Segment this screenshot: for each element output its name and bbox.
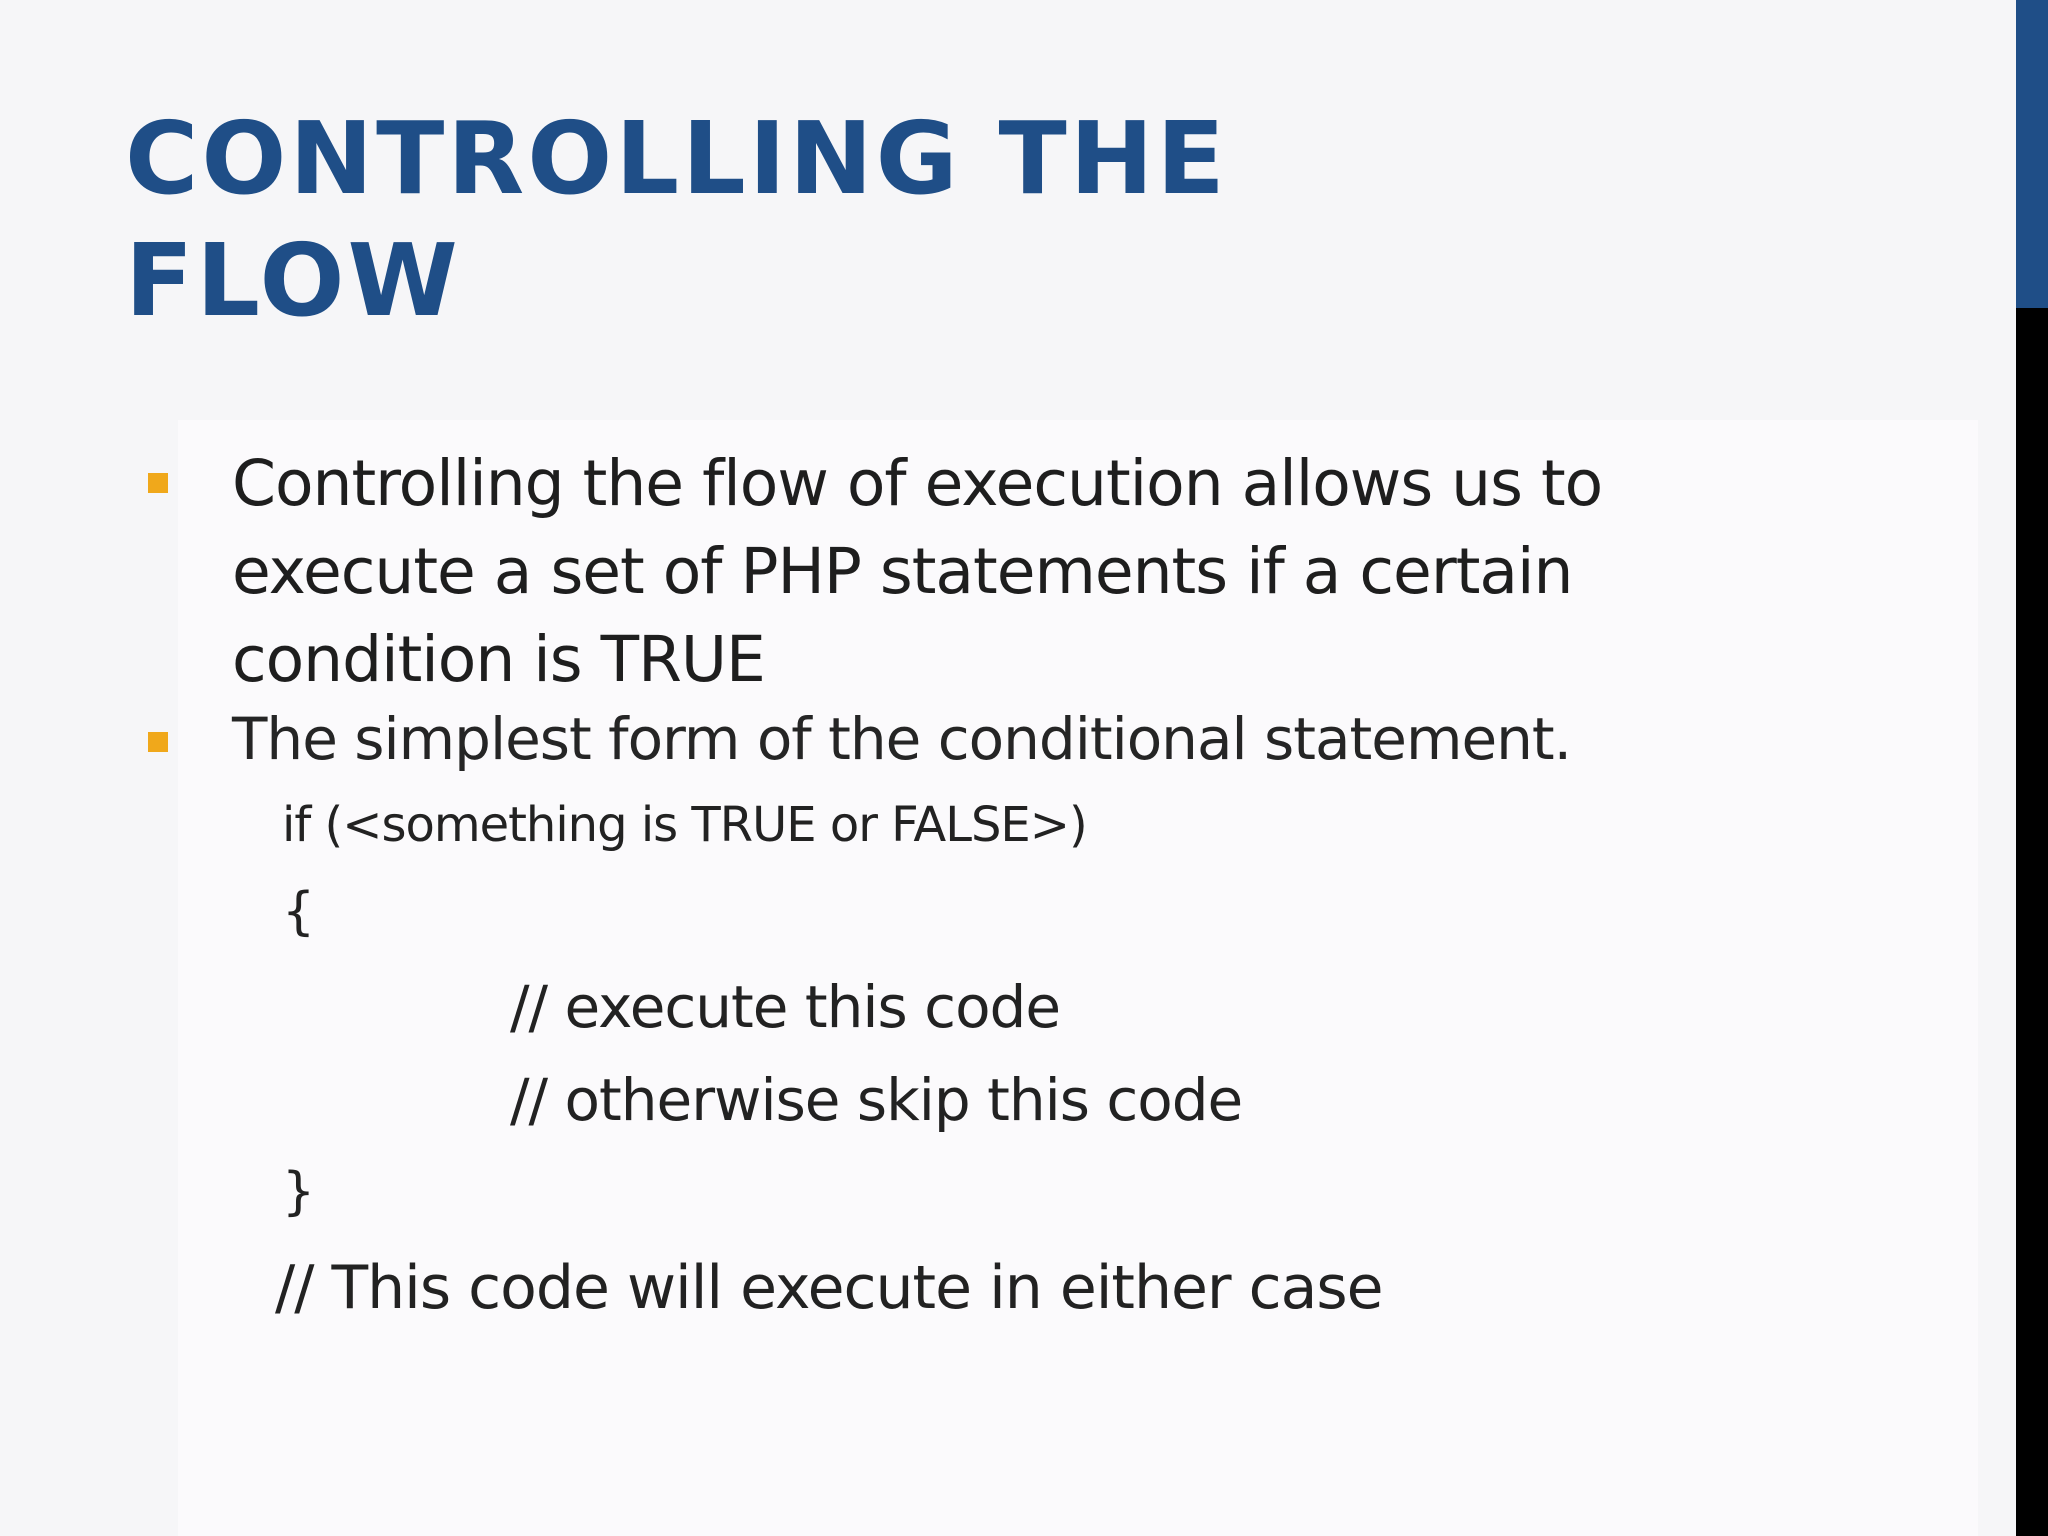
bullet-text-conditional-form: The simplest form of the conditional sta… [232, 705, 1572, 773]
code-if-line: if (<something is TRUE or FALSE>) [282, 797, 1088, 853]
code-close-brace: } [282, 1162, 316, 1222]
slide-title-line-2: FLOW [125, 222, 461, 339]
code-open-brace: { [282, 882, 316, 942]
accent-bar [2016, 0, 2048, 308]
code-comment-execute: // execute this code [510, 973, 1061, 1041]
code-footer-comment: // This code will execute in either case [275, 1253, 1384, 1323]
square-bullet-icon [148, 473, 168, 493]
slide-title: CONTROLLING THE FLOW [125, 98, 1525, 342]
bullet-item-control-flow: Controlling the flow of execution allows… [148, 440, 1788, 704]
slide-title-line-1: CONTROLLING THE [125, 100, 1228, 217]
content-panel [178, 420, 1978, 1536]
bullet-text-control-flow: Controlling the flow of execution allows… [232, 447, 1603, 696]
code-comment-skip: // otherwise skip this code [510, 1066, 1243, 1134]
bullet-item-conditional-form: The simplest form of the conditional sta… [148, 703, 1788, 775]
square-bullet-icon [148, 732, 168, 752]
